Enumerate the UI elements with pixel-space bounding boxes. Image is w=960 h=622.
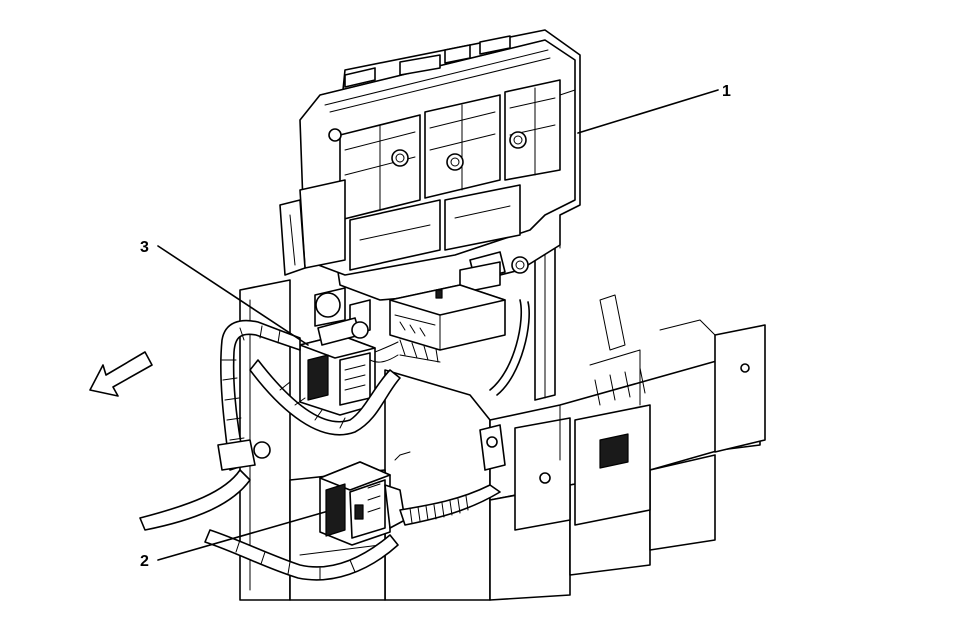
- wiring-harness: [139, 299, 530, 581]
- mounting-bracket: [239, 229, 766, 601]
- relay-connector: [389, 284, 506, 363]
- callout-leaders: [157, 89, 719, 561]
- connector-3: [299, 292, 376, 416]
- control-module: [279, 29, 581, 336]
- direction-arrow-icon: [89, 351, 153, 397]
- callout-label-3: 3: [140, 239, 149, 256]
- callout-label-1: 1: [722, 83, 731, 100]
- connector-2: [319, 461, 406, 546]
- callout-label-2: 2: [140, 553, 149, 570]
